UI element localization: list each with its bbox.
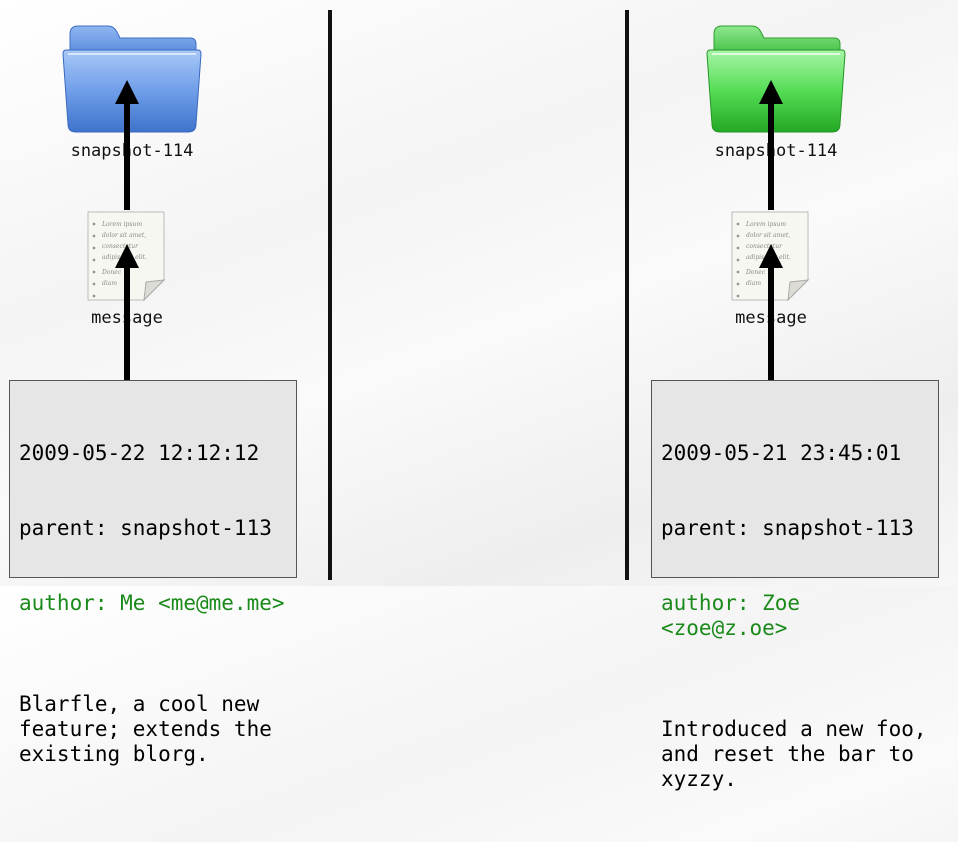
commit-author: author: Me <me@me.me> bbox=[19, 591, 285, 615]
commit-message: Blarfle, a cool new feature; extends the… bbox=[19, 692, 272, 766]
doc-line: consectetur bbox=[102, 243, 139, 250]
arrowhead-icon bbox=[759, 244, 783, 268]
doc-line: consectetur bbox=[746, 243, 783, 250]
doc-line: diam bbox=[102, 280, 117, 287]
doc-line: Lorem ipsum bbox=[745, 221, 786, 228]
commit-message: Introduced a new foo, and reset the bar … bbox=[661, 717, 927, 791]
doc-line: diam bbox=[746, 280, 761, 287]
arrowhead-icon bbox=[759, 80, 783, 104]
arrowhead-icon bbox=[115, 244, 139, 268]
doc-line: Donec bbox=[101, 269, 122, 276]
doc-line: Lorem ipsum bbox=[101, 221, 142, 228]
divider-left bbox=[328, 10, 332, 580]
arrows-overlay bbox=[115, 80, 783, 380]
commit-parent: parent: snapshot-113 bbox=[19, 516, 272, 540]
folder-label: snapshot-114 bbox=[70, 141, 194, 161]
commit-date: 2009-05-22 12:12:12 bbox=[19, 441, 260, 465]
commit-date: 2009-05-21 23:45:01 bbox=[661, 441, 902, 465]
commit-author: author: Zoe <zoe@z.oe> bbox=[661, 591, 813, 640]
commit-parent: parent: snapshot-113 bbox=[661, 516, 914, 540]
doc-line: Donec bbox=[745, 269, 766, 276]
folder-label: snapshot-114 bbox=[714, 141, 838, 161]
arrowhead-icon bbox=[115, 80, 139, 104]
doc-line: dolor sit amet, bbox=[102, 232, 146, 239]
doc-line: dolor sit amet, bbox=[746, 232, 790, 239]
divider-right bbox=[625, 10, 629, 580]
